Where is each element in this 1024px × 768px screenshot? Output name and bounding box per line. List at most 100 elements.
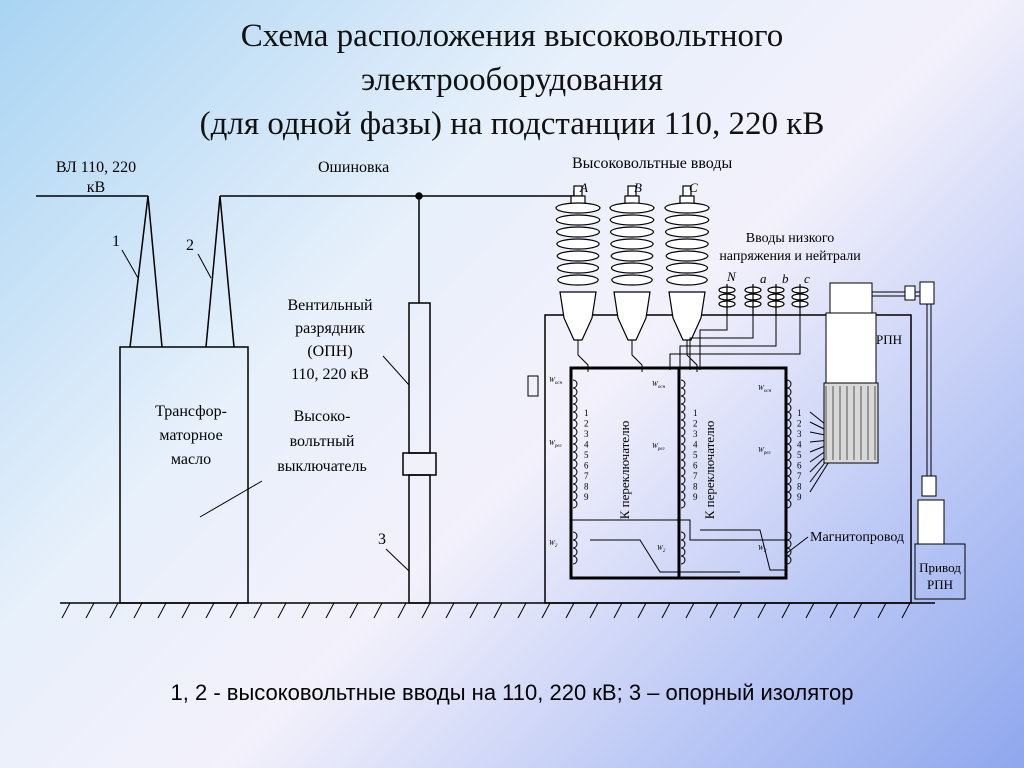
lv-b-label: b	[782, 271, 789, 286]
phase-c-label: C	[689, 180, 698, 195]
tap-number: 9	[693, 492, 698, 502]
winding-coil	[572, 411, 578, 509]
lv-inputs-label-2: напряжения и нейтрали	[719, 249, 861, 264]
svg-text:Wрег: Wрег	[758, 446, 771, 456]
hv-bushing-shed	[610, 250, 654, 262]
tap-number: 5	[797, 450, 802, 460]
tap-number: 5	[693, 450, 698, 460]
rpn-drive	[914, 304, 966, 600]
hv-bushing-shed	[611, 274, 653, 286]
ground-hatch	[853, 602, 863, 619]
ground-hatch	[637, 602, 647, 619]
w2-link	[571, 519, 787, 541]
ground-hatch	[109, 602, 119, 619]
busbar	[220, 190, 575, 303]
tap-number: 5	[584, 450, 589, 460]
tap-number: 6	[797, 461, 802, 471]
ground-hatch	[229, 602, 239, 619]
caption: 1, 2 - высоковольтные вводы на 110, 220 …	[170, 680, 854, 705]
to-switch-label-2: К переключателю	[702, 420, 717, 519]
hv-bushing-shed	[666, 274, 708, 286]
tap-number: 1	[797, 408, 802, 418]
winding-coil	[572, 379, 578, 413]
hv-bushing-shed	[556, 262, 600, 274]
winding-coil	[572, 531, 578, 565]
hv-bushing-shed	[609, 226, 654, 238]
hv-bushing-base	[613, 291, 651, 341]
magnetic-core-label: Магнитопровод	[810, 530, 904, 545]
ground-hatch	[469, 602, 479, 619]
ground-hatch	[541, 602, 551, 619]
rpn-label: РПН	[876, 332, 902, 347]
transformer-tank-main	[544, 314, 912, 604]
title-line-1: Схема расположения высоковольтного	[240, 18, 784, 54]
ground-hatch	[349, 602, 359, 619]
hv-inputs-label: Высоковольтные вводы	[572, 155, 732, 172]
winding-coil	[786, 531, 792, 565]
winding-labels: Wосн Wрег W2 Wосн Wрег W2 Wосн Wрег W2	[549, 376, 772, 554]
w2-link	[700, 529, 787, 571]
diagram-title: Схема расположения высоковольтного элект…	[0, 14, 1024, 146]
hv-bushing-shed	[665, 262, 709, 274]
ground-hatch	[613, 602, 623, 619]
lv-n-label: N	[726, 269, 737, 284]
ground-hatch	[85, 602, 95, 619]
breaker-label-2: вольтный	[290, 433, 355, 450]
ground-hatch	[709, 602, 719, 619]
magnetic-core	[569, 366, 788, 580]
tap-number: 8	[584, 482, 589, 492]
hv-bushing-shed	[664, 214, 710, 226]
oil-gauge	[527, 375, 539, 397]
breaker-label-1: Высоко-	[294, 408, 351, 425]
hv-bushing-shed	[555, 202, 601, 214]
hv-bushing-shed	[555, 226, 600, 238]
hv-bushing-shed	[665, 250, 709, 262]
tap-number: 3	[584, 429, 589, 439]
busbar-label: Ошиновка	[318, 159, 389, 176]
phase-a-label: A	[579, 180, 588, 195]
ground-hatch	[205, 602, 215, 619]
svg-text:Wосн: Wосн	[549, 376, 563, 386]
tap-number: 1	[584, 408, 589, 418]
ground-hatch	[877, 602, 887, 619]
oil-label-3: масло	[171, 451, 211, 468]
title-line-3: (для одной фазы) на подстанции 110, 220 …	[199, 106, 825, 142]
lv-inputs-label-1: Вводы низкого	[746, 231, 834, 246]
ground-hatch	[565, 602, 575, 619]
hv-bushing-shed	[610, 262, 654, 274]
tap-number: 8	[797, 482, 802, 492]
ground-line	[60, 602, 935, 619]
ground-hatch	[901, 602, 911, 619]
hv-bushing-base	[668, 291, 706, 341]
svg-text:Wрег: Wрег	[652, 442, 665, 452]
tap-number: 6	[693, 461, 698, 471]
rpn-drive-label-1: Привод	[919, 560, 961, 575]
phase-b-label: B	[634, 180, 642, 195]
bushing-2	[205, 195, 235, 348]
ground-hatch	[181, 602, 191, 619]
ground-hatch	[421, 602, 431, 619]
ground-hatch	[589, 602, 599, 619]
hv-bushing-shed	[555, 214, 601, 226]
svg-text:Wосн: Wосн	[758, 384, 772, 394]
tap-number: 8	[693, 482, 698, 492]
hv-bushing-base	[559, 291, 597, 341]
windings	[571, 315, 831, 573]
ground-hatch	[301, 602, 311, 619]
winding-coil	[786, 379, 792, 413]
arrester-column	[402, 302, 437, 604]
arrester-label-2: разрядник	[295, 320, 365, 337]
lv-lead	[689, 315, 754, 370]
bushing-2-label: 2	[186, 237, 194, 254]
lv-lead	[699, 315, 728, 370]
tap-number: 7	[693, 471, 698, 481]
ground-hatch	[445, 602, 455, 619]
lv-a-label: a	[760, 271, 767, 286]
tap-number: 7	[584, 471, 589, 481]
tap-number: 2	[584, 419, 589, 429]
winding-coil	[680, 531, 686, 565]
hv-bushing-shed	[557, 274, 599, 286]
tap-number: 4	[584, 440, 589, 450]
hv-bushing-shed	[609, 214, 655, 226]
